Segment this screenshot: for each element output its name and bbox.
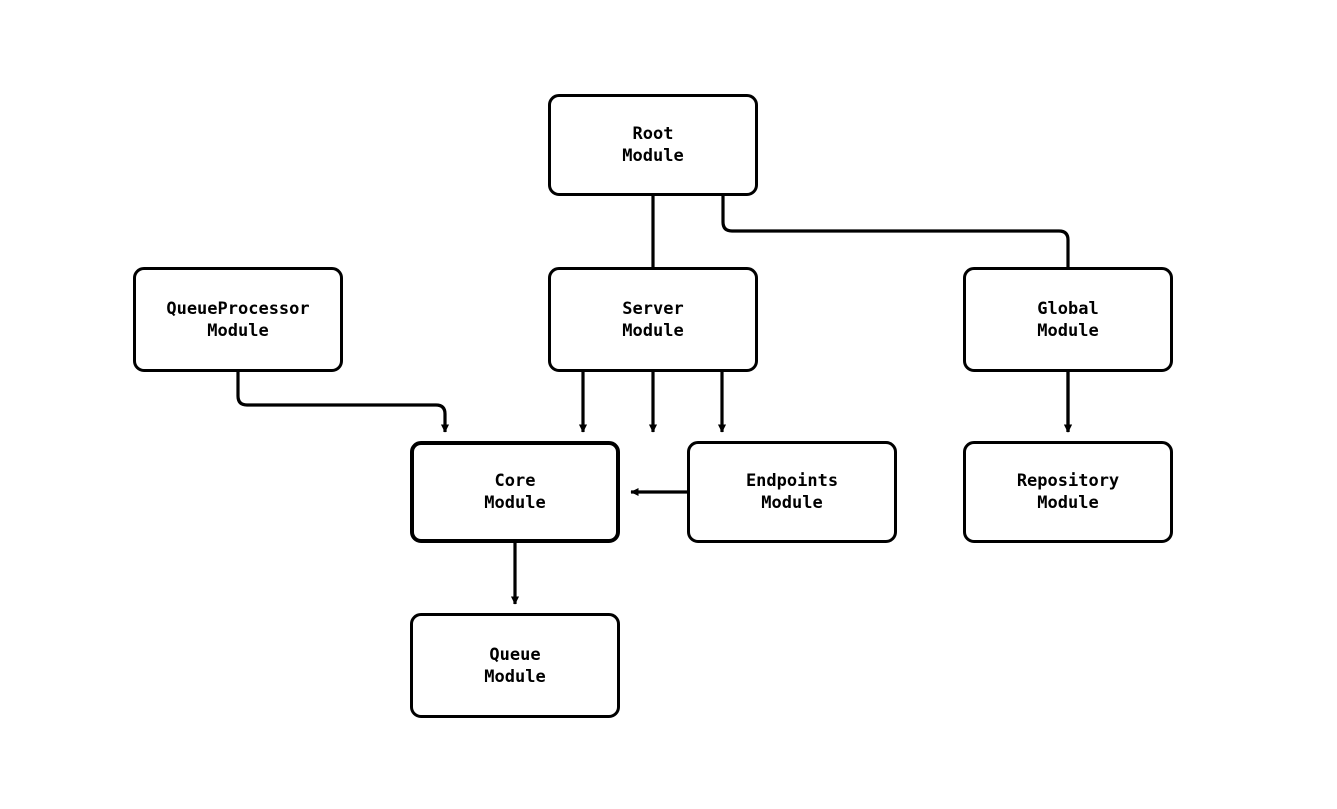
node-repository-module[interactable]: Repository Module bbox=[963, 441, 1173, 543]
node-global-module-label-line2: Module bbox=[1037, 320, 1099, 341]
node-core-module[interactable]: Core Module bbox=[410, 441, 620, 543]
node-core-module-label-line2: Module bbox=[484, 493, 546, 513]
node-server-module[interactable]: Server Module bbox=[548, 267, 758, 372]
node-queue-module[interactable]: Queue Module bbox=[410, 613, 620, 718]
node-global-module[interactable]: Global Module bbox=[963, 267, 1173, 372]
node-endpoints-module-label-line1: Endpoints bbox=[745, 471, 839, 491]
node-queue-module-label-line1: Queue bbox=[489, 644, 541, 665]
node-repository-module-label-line2: Module bbox=[1037, 493, 1099, 513]
node-global-module-label-line1: Global bbox=[1037, 298, 1099, 319]
node-server-module-label-line2: Module bbox=[622, 320, 684, 341]
node-root-module-label-line2: Module bbox=[622, 146, 684, 166]
edge-queueprocessor-core bbox=[236, 372, 450, 433]
node-server-module-label-line1: Server bbox=[622, 298, 684, 319]
node-core-module-label-line1: Core bbox=[494, 471, 536, 491]
node-repository-module-label-line1: Repository bbox=[1016, 471, 1120, 491]
node-queue-module-label-line2: Module bbox=[484, 666, 546, 687]
node-root-module[interactable]: Root Module bbox=[548, 94, 758, 196]
node-endpoints-module[interactable]: Endpoints Module bbox=[687, 441, 897, 543]
node-queueprocessor-module-label-line1: QueueProcessor bbox=[166, 298, 310, 319]
node-queueprocessor-module[interactable]: QueueProcessor Module bbox=[133, 267, 343, 372]
node-queueprocessor-module-label-line2: Module bbox=[207, 320, 269, 341]
node-endpoints-module-label-line2: Module bbox=[761, 493, 823, 513]
node-root-module-label-line1: Root bbox=[632, 124, 674, 144]
